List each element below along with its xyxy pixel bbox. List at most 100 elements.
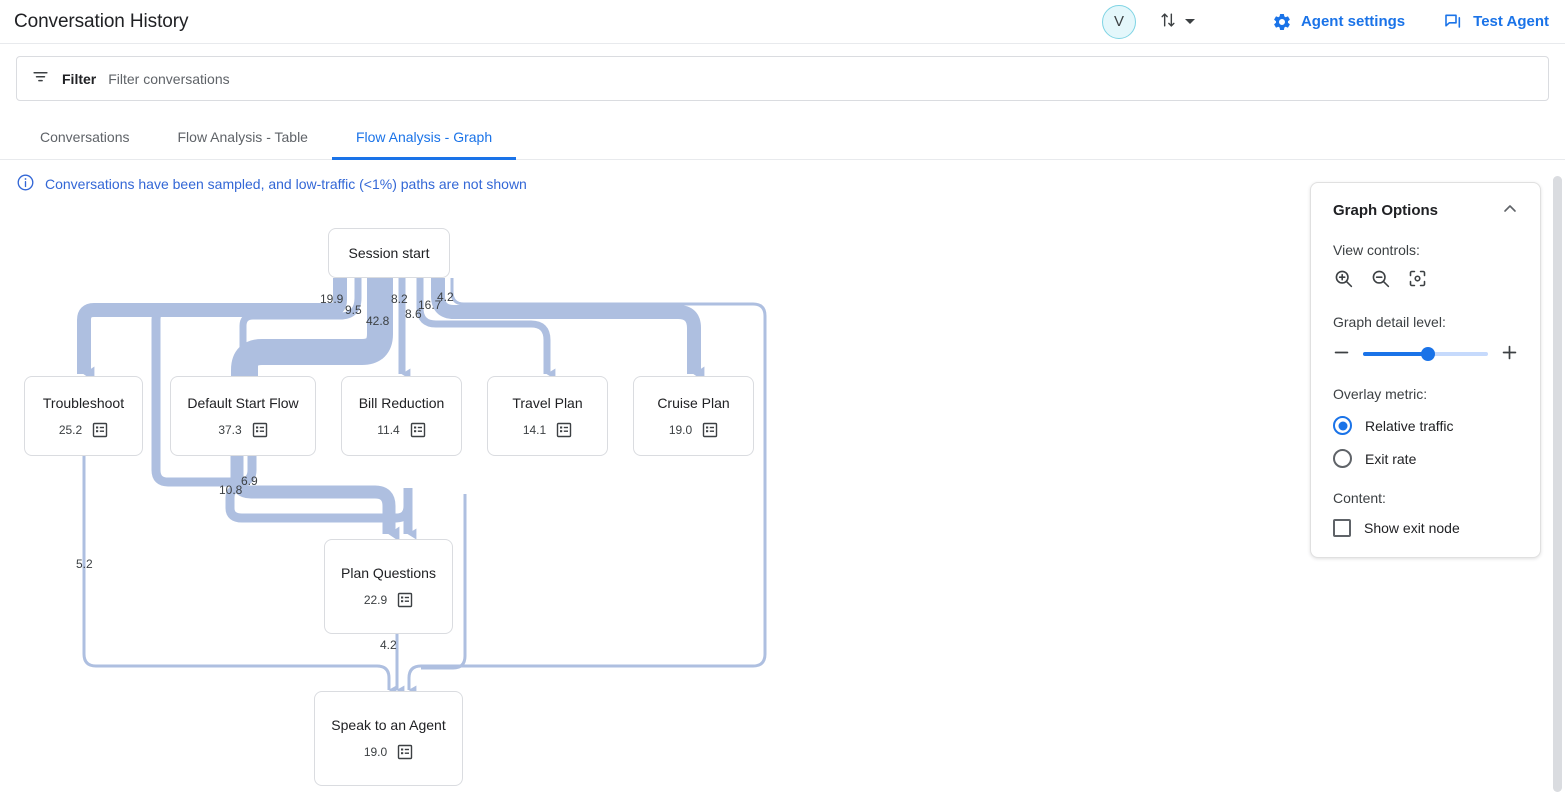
avatar-initial: V [1113, 13, 1124, 30]
graph-options-title: Graph Options [1333, 202, 1438, 219]
vertical-scrollbar[interactable] [1553, 176, 1562, 792]
edge-label-session-default-a: 9.5 [345, 303, 362, 317]
node-meta: 14.1 [523, 422, 572, 438]
node-value: 37.3 [218, 422, 242, 437]
filter-input[interactable]: Filter conversations [108, 70, 230, 87]
edge-label-session-cruise: 16.7 [418, 298, 442, 312]
plus-icon[interactable] [1501, 344, 1518, 364]
node-label: Default Start Flow [187, 394, 299, 411]
graph-node-session-start[interactable]: Session start [328, 228, 450, 278]
zoom-in-icon[interactable] [1333, 268, 1354, 292]
graph-node-default-start-flow[interactable]: Default Start Flow 37.3 [170, 376, 316, 456]
node-label: Troubleshoot [42, 394, 125, 411]
node-value: 11.4 [377, 422, 400, 437]
graph-node-speak-to-an-agent[interactable]: Speak to an Agent 19.0 [314, 691, 463, 786]
edge-label-default-plan-a: 10.8 [219, 483, 243, 497]
flow-edges [77, 278, 767, 695]
checkbox-icon [1333, 519, 1351, 537]
list-icon[interactable] [252, 422, 268, 438]
radio-exit-rate[interactable]: Exit rate [1333, 449, 1518, 468]
node-value: 25.2 [58, 422, 83, 437]
list-icon[interactable] [92, 422, 108, 438]
view-controls [1333, 268, 1518, 292]
node-label: Bill Reduction [358, 394, 445, 411]
radio-label: Relative traffic [1365, 417, 1454, 434]
test-agent-label: Test Agent [1473, 13, 1549, 30]
node-label: Session start [348, 245, 430, 261]
list-icon[interactable] [397, 744, 413, 760]
tab-bar: Conversations Flow Analysis - Table Flow… [0, 115, 1565, 160]
node-label: Plan Questions [341, 565, 436, 581]
graph-node-cruise-plan[interactable]: Cruise Plan 19.0 [633, 376, 754, 456]
slider-fill [1363, 352, 1428, 356]
content-label: Content: [1333, 490, 1386, 506]
radio-icon [1333, 416, 1352, 435]
node-meta: 22.9 [364, 592, 413, 608]
node-label: Cruise Plan [657, 394, 730, 411]
view-controls-label: View controls: [1333, 242, 1420, 258]
list-icon[interactable] [556, 422, 572, 438]
graph-node-travel-plan[interactable]: Travel Plan 14.1 [487, 376, 608, 456]
checkbox-show-exit-node[interactable]: Show exit node [1333, 519, 1518, 537]
edge-label-session-agent: 4.2 [437, 290, 454, 304]
list-icon[interactable] [397, 592, 413, 608]
list-icon[interactable] [410, 422, 426, 438]
slider-thumb[interactable] [1421, 347, 1435, 361]
sort-control[interactable] [1158, 10, 1196, 33]
chevron-up-icon[interactable] [1502, 201, 1518, 220]
agent-settings-label: Agent settings [1300, 13, 1406, 30]
node-meta: 19.0 [364, 744, 413, 760]
banner-text: Conversations have been sampled, and low… [45, 176, 527, 192]
minus-icon[interactable] [1333, 344, 1350, 364]
node-value: 19.0 [363, 745, 388, 759]
tab-flow-analysis-graph[interactable]: Flow Analysis - Graph [331, 115, 517, 160]
radio-icon [1333, 449, 1352, 468]
chat-bubble-icon [1443, 12, 1464, 32]
filter-icon [31, 68, 50, 90]
node-value: 22.9 [363, 593, 388, 607]
sort-icon [1158, 10, 1178, 33]
node-meta: 37.3 [218, 422, 267, 438]
filter-label: Filter [62, 70, 97, 87]
edge-label-plan-agent: 4.2 [380, 638, 397, 652]
sampling-info-banner: Conversations have been sampled, and low… [0, 160, 1565, 195]
test-agent-button[interactable]: Test Agent [1443, 12, 1549, 32]
overlay-metric-label: Overlay metric: [1333, 386, 1428, 402]
edge-label-session-travel: 8.6 [405, 307, 422, 321]
scrollbar-thumb[interactable] [1553, 176, 1562, 792]
zoom-out-icon[interactable] [1370, 268, 1391, 292]
node-label: Travel Plan [512, 394, 583, 411]
graph-options-header[interactable]: Graph Options [1333, 201, 1518, 220]
chevron-down-icon [1184, 14, 1196, 30]
tab-flow-analysis-table[interactable]: Flow Analysis - Table [177, 129, 308, 145]
checkbox-label: Show exit node [1364, 520, 1460, 536]
graph-node-bill-reduction[interactable]: Bill Reduction 11.4 [341, 376, 462, 456]
node-label: Speak to an Agent [331, 717, 446, 733]
edge-label-session-bill: 8.2 [391, 292, 408, 306]
detail-level-slider[interactable] [1363, 347, 1488, 361]
app-header: Conversation History V Agent setting [0, 0, 1565, 44]
page-title: Conversation History [14, 10, 189, 32]
list-icon[interactable] [702, 422, 718, 438]
tab-conversations[interactable]: Conversations [40, 129, 130, 145]
node-value: 19.0 [668, 422, 693, 437]
avatar[interactable]: V [1101, 4, 1136, 39]
filter-bar[interactable]: Filter Filter conversations [16, 56, 1549, 101]
node-meta: 11.4 [377, 422, 425, 438]
flow-graph-canvas[interactable]: Session start Troubleshoot 25.2 Default … [0, 216, 1545, 798]
node-meta: 25.2 [59, 422, 108, 438]
node-value: 14.1 [522, 422, 547, 437]
graph-node-plan-questions[interactable]: Plan Questions 22.9 [324, 539, 453, 634]
radio-label: Exit rate [1365, 450, 1417, 467]
detail-level-slider-row [1333, 344, 1518, 364]
header-actions: V Agent settings [1101, 4, 1549, 39]
gear-icon [1272, 12, 1292, 32]
edge-label-session-default-b: 42.8 [366, 314, 390, 328]
center-focus-icon[interactable] [1407, 268, 1428, 292]
radio-relative-traffic[interactable]: Relative traffic [1333, 416, 1518, 435]
graph-node-troubleshoot[interactable]: Troubleshoot 25.2 [24, 376, 143, 456]
edge-label-default-plan-b: 6.9 [241, 474, 258, 488]
detail-level-label: Graph detail level: [1333, 314, 1446, 330]
agent-settings-button[interactable]: Agent settings [1272, 12, 1405, 32]
filter-bar-wrapper: Filter Filter conversations [0, 44, 1565, 101]
